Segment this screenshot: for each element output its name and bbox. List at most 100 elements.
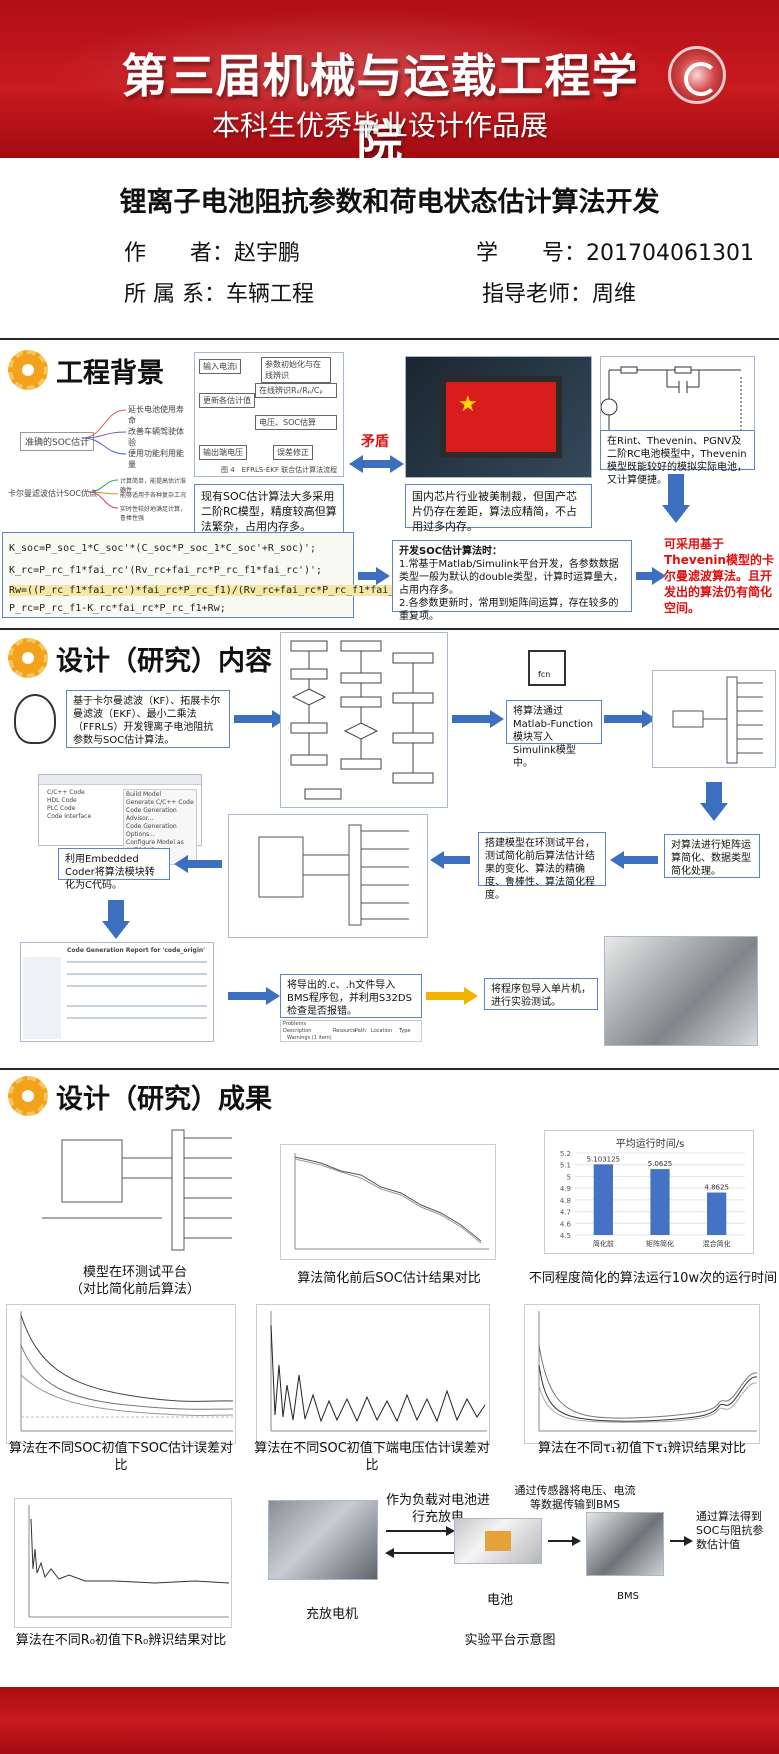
soc-compare-chart [280, 1144, 496, 1260]
bms-label: BMS [617, 1591, 639, 1602]
bar [593, 1164, 613, 1235]
arrow-right-icon [490, 710, 504, 728]
arrow-shaft [234, 715, 274, 723]
caption-soc-compare: 算法简化前后SOC估计结果对比 [297, 1271, 481, 1286]
flow-node: 更新各估计值 [199, 393, 255, 408]
coder-note: 利用Embedded Coder将算法模块转化为C代码。 [58, 848, 170, 891]
charger-note: 作为负载对电池进行充放电 [386, 1493, 491, 1525]
caption-tau: 算法在不同τ₁初值下τ₁辨识结果对比 [537, 1441, 747, 1456]
arrow-left-icon [610, 851, 624, 869]
output-note: 通过算法得到SOC与阻抗参数估计值 [696, 1510, 764, 1551]
mindmap-links [81, 409, 127, 509]
arrow-shaft [636, 572, 654, 580]
contradiction-label: 矛盾 [361, 434, 389, 450]
hil-model-screenshot [228, 814, 428, 938]
banner-glow [50, 10, 670, 130]
mcu-note: 将程序包导入单片机，进行实验测试。 [484, 978, 598, 1010]
chip-note: 国内芯片行业被美制裁，但国产芯片仍存在差距，算法应精简，不占用过多内存。 [405, 484, 592, 533]
arrow-right-icon [446, 1526, 455, 1536]
bar-chart-svg: 4.54.64.74.84.955.15.25.103125简化前5.0625矩… [560, 1150, 745, 1248]
function-block-label: fcn [538, 670, 551, 679]
caption-voltage-error: 算法在不同SOC初值下端电压估计误差对比 [254, 1441, 490, 1473]
embedded-coder-menu: C/C++ Code HDL Code PLC Code Code Interf… [38, 774, 202, 865]
arrow-down-icon [662, 505, 690, 523]
student-id-info: 学 号：201704061301 [476, 241, 754, 266]
school-logo-icon [668, 46, 726, 104]
gear-icon [8, 638, 48, 678]
flowchart-caption: 图 4 EFRLS-EKF 联合估计算法流程 [221, 466, 338, 474]
bar-data-label: 4.8625 [704, 1184, 729, 1192]
bms-board-photo [604, 936, 758, 1046]
soc-algo-note: 现有SOC估计算法大多采用二阶RC模型，精度较高但算法繁杂，占用内存多。 [194, 484, 344, 536]
arrow-shaft [622, 856, 658, 864]
mindmap-branch: 实时性较好地满足计算，鲁棒性强 [120, 506, 187, 522]
arrow-shaft [426, 992, 466, 1000]
bar [707, 1192, 727, 1235]
dev-note-title: 开发SOC估计算法时： [399, 546, 503, 557]
menu-item: Build Model [126, 791, 161, 798]
flow-node: 误差修正 [273, 445, 313, 460]
coder-menu-left: C/C++ Code HDL Code PLC Code Code Interf… [47, 789, 91, 821]
y-tick-label: 4.6 [560, 1220, 572, 1228]
flow-node: 输入电流i [199, 359, 242, 374]
arrow-shaft [604, 715, 644, 723]
charger-photo [268, 1500, 378, 1580]
mindmap-branch: 便用功能利用能量 [128, 449, 184, 469]
arrow-shaft [228, 992, 268, 1000]
arrow-down-icon [102, 921, 130, 939]
arrow-left-icon [385, 1548, 394, 1558]
arrow-shaft [442, 856, 470, 864]
soc-compare-svg [294, 1153, 489, 1250]
arrow-right-icon [652, 567, 666, 585]
arrow-right-icon [376, 567, 390, 585]
caption-platform: 实验平台示意图 [464, 1633, 556, 1648]
efrls-ekf-flowchart: 输入电流i 参数初始化与在线辨识 在线辨识Rₛ/Rₚ/Cₚ 更新各估计值 电压、… [194, 352, 344, 477]
bar-data-label: 5.103125 [587, 1155, 620, 1163]
r0-identification-chart [14, 1498, 232, 1628]
menu-item: Code Generation Advisor... [126, 807, 177, 822]
lightbulb-icon [14, 694, 56, 744]
menu-item: Code Generation Options... [126, 823, 177, 838]
flowchart-svg [290, 640, 434, 800]
y-tick-label: 5.2 [560, 1150, 571, 1158]
banner-subtitle: 本科生优秀毕业设计作品展 [211, 109, 548, 142]
r0-svg [28, 1505, 230, 1618]
y-tick-label: 4.9 [560, 1185, 571, 1193]
category-label: 矩阵简化 [646, 1239, 674, 1248]
y-tick-label: 4.8 [560, 1197, 571, 1205]
mindmap-branch: 计算简单，能提高估计准确性 [120, 478, 187, 494]
battery-photo [454, 1518, 542, 1564]
flow-node: 在线辨识Rₛ/Rₚ/Cₚ [255, 383, 337, 398]
arrow-shaft [394, 1552, 454, 1554]
battery-cell [485, 1531, 511, 1551]
divider [0, 1068, 779, 1070]
mindmap-branch: 改善车辆驾驶体验 [128, 427, 184, 447]
arrow-shaft [108, 900, 124, 922]
voltage-error-chart [256, 1304, 490, 1444]
section-design-header: 设计（研究）内容 [8, 638, 272, 678]
model-note: 在Rint、Thevenin、PGNV及二阶RC电池模型中，Thevenin模型… [600, 430, 755, 486]
chart-title: 平均运行时间/s [615, 1139, 685, 1150]
section-design-title: 设计（研究）内容 [56, 645, 272, 677]
gear-icon [8, 350, 48, 390]
bms-note: 将导出的.c、.h文件导入BMS程序包，并利用S32DS检查是否报错。 [280, 974, 422, 1018]
menu-item: C/C++ Code [47, 789, 85, 796]
hil-note: 搭建模型在环测试平台，测试简化前后算法估计结果的变化、算法的精确度、鲁棒性、算法… [478, 832, 606, 901]
arrow-shaft [358, 572, 378, 580]
arrow-shaft [452, 715, 492, 723]
menubar [39, 775, 201, 785]
divider [0, 338, 779, 340]
code-line: Rw=((P_rc_f1*fai_rc')*fai_rc*P_rc_f1)/(R… [9, 585, 425, 596]
simulink-svg [672, 676, 763, 764]
category-label: 简化前 [593, 1239, 614, 1248]
arrow-right-icon [464, 987, 478, 1005]
matlab-function-block: fcn [528, 650, 566, 686]
simulink-note: 将算法通过Matlab-Function模块写入Simulink模型中。 [506, 700, 602, 769]
banner-title: 第三届机械与运载工程学院 [121, 49, 639, 158]
flow-node: 输出端电压 [199, 445, 247, 460]
mindmap-branch: 能够适用于各种复杂工况 [120, 492, 187, 499]
arrow-left-icon [430, 851, 444, 869]
report-line [67, 985, 207, 987]
arrow-left-icon [349, 455, 363, 473]
dev-note-line-2: 2.各参数更新时，常用到矩阵间运算，存在较多的重复项。 [399, 598, 619, 622]
